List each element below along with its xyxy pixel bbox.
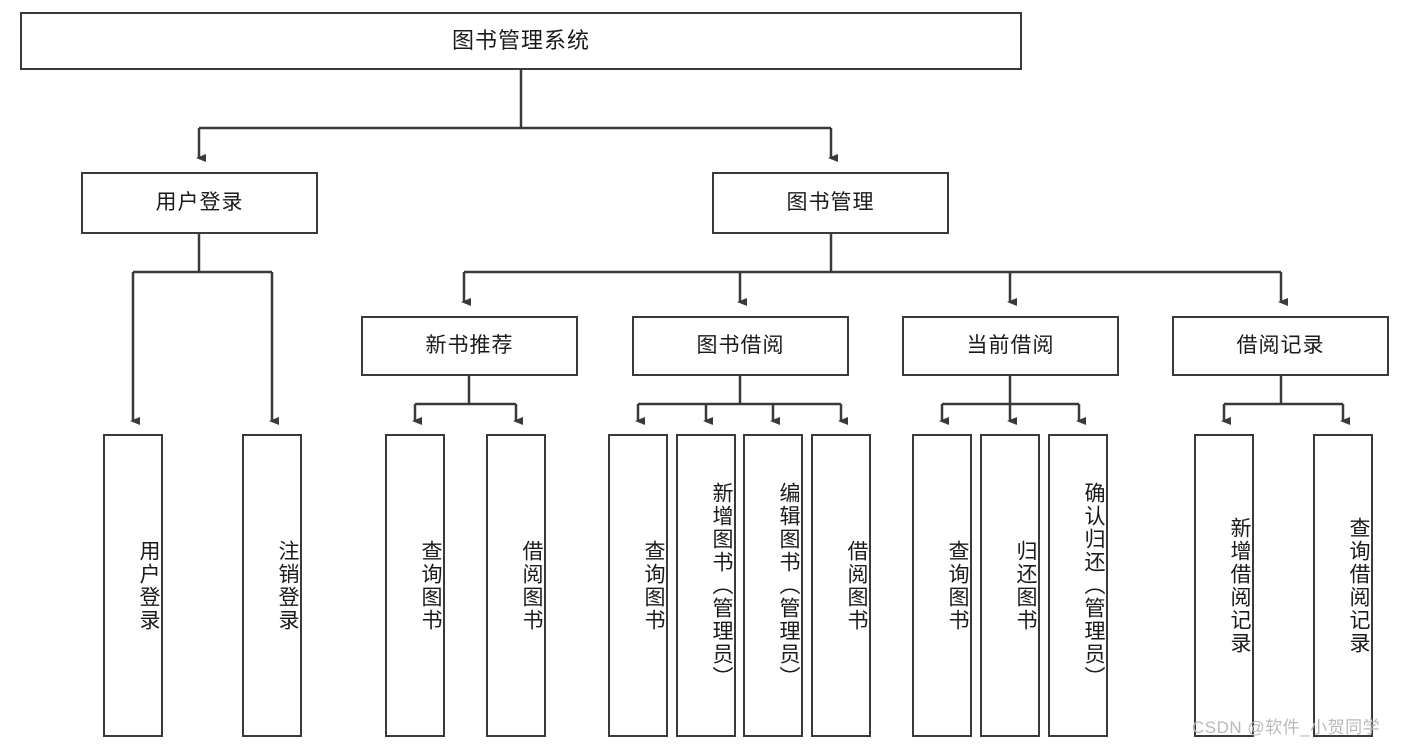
node-label: 新增借阅记录 bbox=[1228, 516, 1251, 655]
leaf-book-borrow-query-books[interactable]: 查询图书 bbox=[608, 434, 668, 737]
leaf-current-borrow-return-books[interactable]: 归还图书 bbox=[980, 434, 1040, 737]
leaf-new-book-query-books[interactable]: 查询图书 bbox=[385, 434, 445, 737]
node-label: 查询图书 bbox=[946, 539, 969, 632]
leaf-book-borrow-edit-book-admin[interactable]: 编辑图书（管理员） bbox=[743, 434, 803, 737]
node-label: 新增图书（管理员） bbox=[710, 482, 733, 689]
node-label: 借阅图书 bbox=[845, 539, 868, 632]
node-label: 借阅记录 bbox=[1236, 334, 1325, 358]
node-new-book-recommend[interactable]: 新书推荐 bbox=[361, 316, 578, 376]
node-label: 确认归还（管理员） bbox=[1082, 482, 1105, 689]
leaf-user-login-login[interactable]: 用户登录 bbox=[103, 434, 163, 737]
node-label: 用户登录 bbox=[155, 191, 244, 215]
watermark-text: CSDN @软件_小贺同学 bbox=[1192, 718, 1381, 737]
node-borrow-records[interactable]: 借阅记录 bbox=[1172, 316, 1389, 376]
node-label: 图书管理系统 bbox=[451, 27, 590, 53]
node-label: 用户登录 bbox=[137, 539, 160, 632]
node-label: 查询图书 bbox=[642, 539, 665, 632]
node-current-borrow[interactable]: 当前借阅 bbox=[902, 316, 1119, 376]
node-label: 查询借阅记录 bbox=[1347, 516, 1370, 655]
node-label: 图书借阅 bbox=[696, 334, 785, 358]
node-label: 注销登录 bbox=[276, 539, 299, 632]
leaf-new-book-borrow-books[interactable]: 借阅图书 bbox=[486, 434, 546, 737]
leaf-user-login-logout[interactable]: 注销登录 bbox=[242, 434, 302, 737]
leaf-book-borrow-add-book-admin[interactable]: 新增图书（管理员） bbox=[676, 434, 736, 737]
node-root-book-management-system[interactable]: 图书管理系统 bbox=[20, 12, 1022, 70]
node-label: 图书管理 bbox=[786, 191, 875, 215]
node-label: 当前借阅 bbox=[966, 334, 1055, 358]
node-label: 借阅图书 bbox=[520, 539, 543, 632]
node-label: 编辑图书（管理员） bbox=[777, 482, 800, 689]
node-label: 归还图书 bbox=[1014, 539, 1037, 632]
node-book-borrow[interactable]: 图书借阅 bbox=[632, 316, 849, 376]
node-book-management[interactable]: 图书管理 bbox=[712, 172, 949, 234]
leaf-current-borrow-confirm-return-admin[interactable]: 确认归还（管理员） bbox=[1048, 434, 1108, 737]
leaf-borrow-records-add-record[interactable]: 新增借阅记录 bbox=[1194, 434, 1254, 737]
node-label: 新书推荐 bbox=[425, 334, 514, 358]
leaf-book-borrow-borrow-books[interactable]: 借阅图书 bbox=[811, 434, 871, 737]
leaf-current-borrow-query-books[interactable]: 查询图书 bbox=[912, 434, 972, 737]
node-user-login[interactable]: 用户登录 bbox=[81, 172, 318, 234]
node-label: 查询图书 bbox=[419, 539, 442, 632]
leaf-borrow-records-query-record[interactable]: 查询借阅记录 bbox=[1313, 434, 1373, 737]
